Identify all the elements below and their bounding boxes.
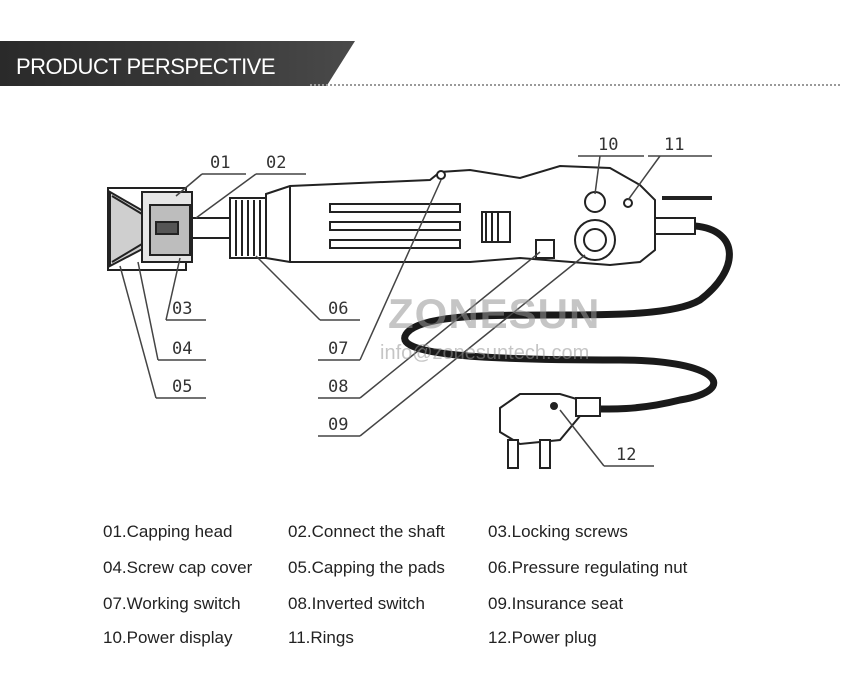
leader-lines [119,155,712,467]
power-cable-drawing [401,196,733,413]
callout-08: 08 [328,377,348,397]
callout-10: 10 [598,135,618,155]
callout-11: 11 [664,135,684,155]
legend-item: 04.Screw cap cover [103,558,253,577]
connect-shaft-drawing [191,217,233,239]
callout-12: 12 [616,445,636,465]
legend-item: 08.Inverted switch [288,594,426,613]
legend-item: 11.Rings [288,628,354,647]
callout-02: 02 [266,153,286,173]
capping-head-drawing [107,187,193,271]
pressure-nut-drawing [229,197,267,259]
legend-item: 03.Locking screws [488,522,628,541]
legend-item: 01.Capping head [103,522,233,541]
tool-body-drawing [265,164,656,267]
callout-09: 09 [328,415,348,435]
legend-item: 12.Power plug [488,628,597,647]
callout-01: 01 [210,153,230,173]
watermark-brand: ZONESUN [388,290,601,337]
callout-03: 03 [172,299,192,319]
legend-item: 09.Insurance seat [488,594,624,613]
legend-item: 02.Connect the shaft [288,522,445,541]
header-divider [310,84,840,86]
capping-machine-diagram: 01 02 03 04 05 06 07 08 09 10 11 12 [107,135,733,469]
watermark-url: info@zonesuntech.com [380,342,590,364]
legend-item: 06.Pressure regulating nut [488,558,688,577]
legend-item: 10.Power display [103,628,233,647]
callout-05: 05 [172,377,192,397]
callout-07: 07 [328,339,348,359]
legend-item: 07.Working switch [103,594,241,613]
page-title: PRODUCT PERSPECTIVE [16,54,276,79]
callout-06: 06 [328,299,348,319]
legend-item: 05.Capping the pads [288,558,445,577]
power-plug-drawing [499,393,601,469]
header-banner [0,41,355,86]
callout-04: 04 [172,339,192,359]
